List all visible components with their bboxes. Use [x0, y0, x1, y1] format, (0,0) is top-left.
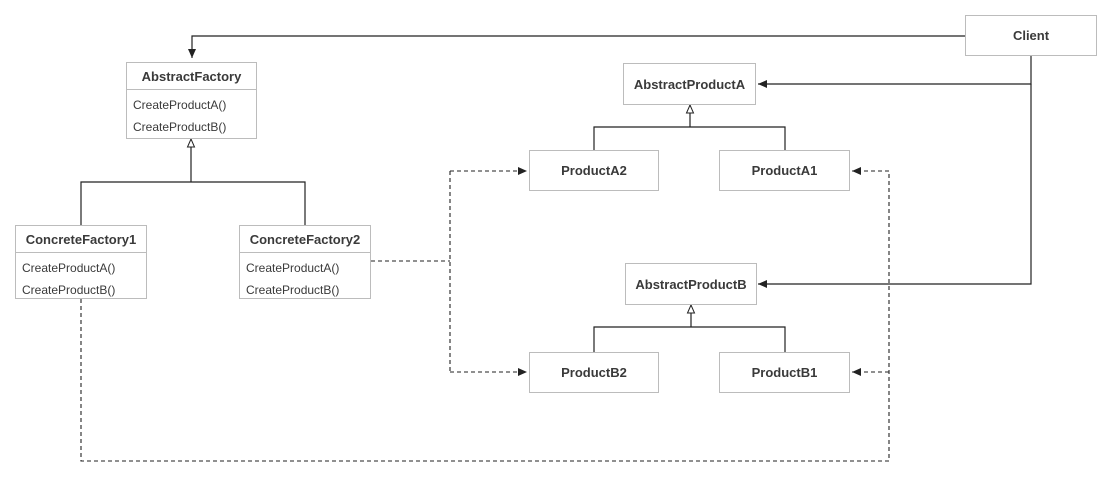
- product-b2-label: ProductB2: [561, 365, 627, 380]
- concrete-factory-2-op-create-a: CreateProductA(): [246, 261, 340, 275]
- product-a-inheritance-line: [593, 105, 786, 150]
- abstract-product-a-label: AbstractProductA: [633, 76, 746, 92]
- concrete-factory-2-op-create-b: CreateProductB(): [246, 283, 340, 297]
- abstract-product-b-label: AbstractProductB: [635, 276, 747, 292]
- product-b-inheritance-line: [593, 305, 786, 352]
- factory1-dependency-line: [80, 171, 890, 462]
- client-node[interactable]: Client: [965, 15, 1097, 56]
- concrete-factory-1-op-create-a: CreateProductA(): [22, 261, 116, 275]
- product-a2-label: ProductA2: [561, 163, 627, 178]
- factory2-dependency-line: [371, 171, 451, 372]
- abstract-factory-op-create-a: CreateProductA(): [133, 98, 227, 112]
- product-a2-node[interactable]: ProductA2: [529, 150, 659, 191]
- product-a1-node[interactable]: ProductA1: [719, 150, 850, 191]
- abstract-factory-name: AbstractFactory: [127, 63, 256, 90]
- abstract-factory-op-create-b: CreateProductB(): [133, 120, 227, 134]
- abstract-product-a-node[interactable]: AbstractProductA: [623, 63, 756, 105]
- product-b2-node[interactable]: ProductB2: [529, 352, 659, 393]
- product-a1-label: ProductA1: [751, 163, 818, 178]
- client-to-abstract-product-b-arrow: [758, 84, 1032, 288]
- concrete-factory-1-class[interactable]: ConcreteFactory1 CreateProductA() Create…: [15, 225, 147, 299]
- product-b1-node[interactable]: ProductB1: [719, 352, 850, 393]
- concrete-factory-2-name: ConcreteFactory2: [240, 226, 370, 253]
- client-label: Client: [1012, 28, 1050, 43]
- concrete-factory-1-name: ConcreteFactory1: [16, 226, 146, 253]
- concrete-factory-2-class[interactable]: ConcreteFactory2 CreateProductA() Create…: [239, 225, 371, 299]
- client-to-abstract-factory-arrow: [188, 35, 965, 58]
- abstract-factory-class[interactable]: AbstractFactory CreateProductA() CreateP…: [126, 62, 257, 139]
- abstract-product-b-node[interactable]: AbstractProductB: [625, 263, 757, 305]
- client-to-abstract-product-a-arrow: [758, 56, 1032, 88]
- product-b1-label: ProductB1: [751, 365, 818, 380]
- concrete-factory-1-op-create-b: CreateProductB(): [22, 283, 116, 297]
- factory-inheritance-line: [80, 139, 306, 225]
